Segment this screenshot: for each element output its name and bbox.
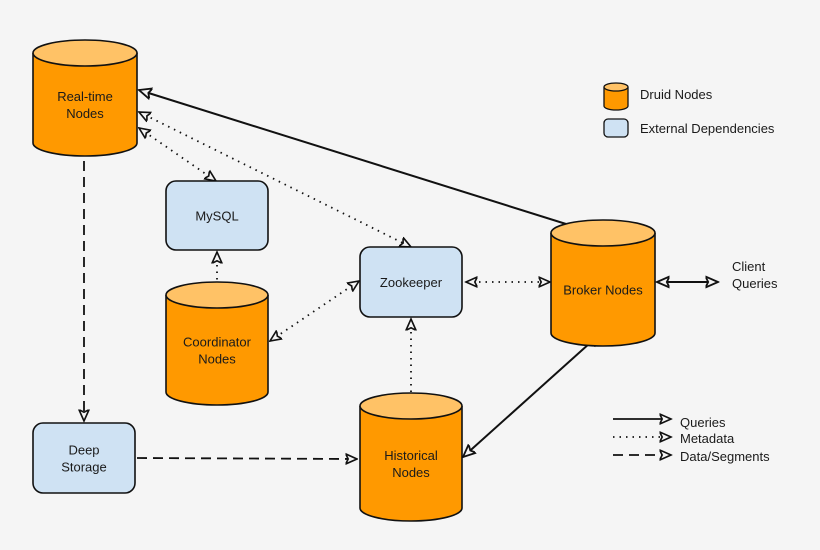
node-historical-label: Nodes [392, 465, 430, 480]
legend-druid-nodes-label: Druid Nodes [640, 87, 713, 102]
edge-deepstorage-historical-data [136, 458, 357, 459]
client-queries-label-2: Queries [732, 276, 778, 291]
edge-broker-historical-queries [463, 334, 600, 457]
node-mysql-label: MySQL [195, 209, 238, 224]
legend-external-dependencies-label: External Dependencies [640, 121, 775, 136]
node-historical-label: Historical [384, 448, 438, 463]
node-zookeeper[interactable]: Zookeeper [359, 246, 463, 318]
node-coordinator-label: Nodes [198, 352, 236, 367]
legend-data-segments-label: Data/Segments [680, 449, 770, 464]
node-broker-label: Broker Nodes [563, 283, 643, 298]
edge-realtime-mysql-metadata [139, 128, 216, 181]
cylinder-top-icon [359, 392, 463, 420]
node-realtime-label: Nodes [66, 106, 104, 121]
nodes: Real-timeNodesMySQLCoordinatorNodesZooke… [32, 39, 656, 522]
legend-metadata-label: Metadata [680, 431, 735, 446]
edge-coordinator-zookeeper-metadata [270, 281, 359, 341]
box-shape [32, 422, 136, 494]
node-deepstorage-label: Storage [61, 460, 107, 475]
box-shape [359, 246, 463, 318]
legend-external-box-icon [603, 118, 629, 138]
cylinder-body-icon [550, 233, 656, 347]
cylinder-top-icon [32, 39, 138, 67]
legend-druid-cylinder-icon [603, 82, 629, 111]
node-zookeeper-label: Zookeeper [380, 275, 443, 290]
node-mysql[interactable]: MySQL [165, 180, 269, 251]
edges [84, 90, 718, 459]
node-realtime-label: Real-time [57, 89, 113, 104]
node-coordinator-label: Coordinator [183, 335, 252, 350]
node-broker[interactable]: Broker Nodes [550, 219, 656, 347]
cylinder-body-icon [165, 295, 269, 406]
legend-queries-label: Queries [680, 415, 726, 430]
client-queries-label-1: Client [732, 259, 766, 274]
legend-line-types: Queries Metadata Data/Segments [613, 415, 770, 464]
legend-node-types: Druid Nodes External Dependencies [603, 82, 775, 138]
cylinder-top-icon [550, 219, 656, 247]
cylinder-top-icon [165, 281, 269, 309]
cylinder-body-icon [32, 53, 138, 157]
box-shape [165, 180, 269, 251]
node-deepstorage-label: Deep [68, 443, 99, 458]
cylinder-body-icon [359, 406, 463, 522]
